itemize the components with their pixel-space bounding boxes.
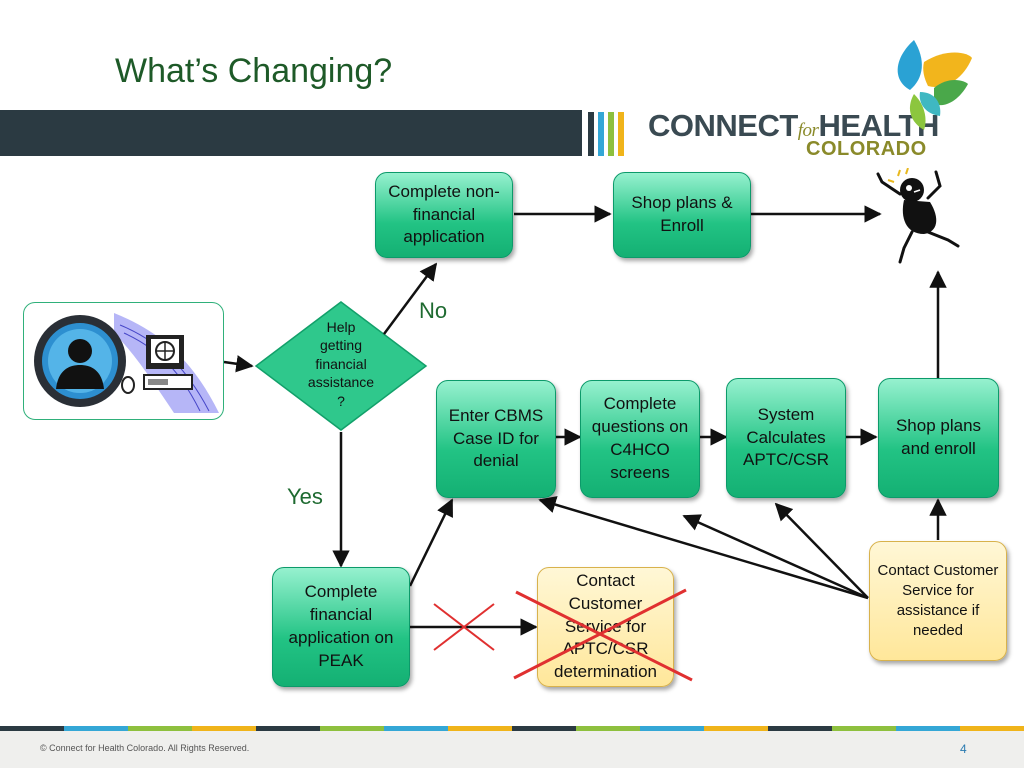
contact-aptc-box: Contact Customer Service for APTC/CSR de… <box>537 567 674 687</box>
financial-peak-box: Complete financial application on PEAK <box>272 567 410 687</box>
logo-wordmark: CONNECTforHEALTH <box>648 108 939 144</box>
system-calculates-box: System Calculates APTC/CSR <box>726 378 846 498</box>
header-band <box>0 110 582 156</box>
arrow-cancel-cross <box>433 603 495 651</box>
decision-line-5: ? <box>337 392 345 409</box>
arrow-assist-to-system <box>774 502 869 599</box>
footer-bar <box>0 731 1024 768</box>
decision-line-1: Help <box>326 319 356 335</box>
logo-connect: CONNECT <box>648 108 798 143</box>
decision-line-2: getting <box>319 337 363 354</box>
page-title: What’s Changing? <box>115 52 393 90</box>
arrow-assist-to-questions <box>682 514 869 600</box>
logo-for: for <box>797 120 819 141</box>
celebrating-person-icon <box>876 168 960 264</box>
person-computer-icon <box>34 313 219 413</box>
branch-no-label: No <box>419 298 448 323</box>
decision-line-3: financial <box>315 355 367 372</box>
shop-enroll-bottom-box: Shop plans and enroll <box>878 378 999 498</box>
start-node <box>23 302 224 420</box>
arrow-decision-to-nonfinancial <box>382 262 438 335</box>
complete-questions-box: Complete questions on C4HCO screens <box>580 380 700 498</box>
branch-yes-label: Yes <box>287 484 323 509</box>
logo-leaves-icon <box>897 40 972 130</box>
page-number: 4 <box>960 742 967 756</box>
arrow-start-to-decision <box>223 355 254 373</box>
decision-label: Help getting financial assistance ? <box>300 318 382 410</box>
decision-line-4: assistance <box>307 374 375 391</box>
arrow-peak-to-cbms <box>408 498 454 587</box>
shop-enroll-top-box: Shop plans & Enroll <box>613 172 751 258</box>
logo-stripes-icon <box>588 112 624 156</box>
contact-assistance-box: Contact Customer Service for assistance … <box>869 541 1007 661</box>
footer-stripe <box>0 726 1024 731</box>
arrow-assist-to-cbms <box>538 496 869 600</box>
nonfinancial-application-box: Complete non-financial application <box>375 172 513 258</box>
copyright-text: © Connect for Health Colorado. All Right… <box>40 743 250 753</box>
cancel-cross-icon <box>513 588 693 682</box>
decision-diamond <box>254 301 428 431</box>
enter-cbms-box: Enter CBMS Case ID for denial <box>436 380 556 498</box>
logo-colorado: COLORADO <box>806 138 927 160</box>
